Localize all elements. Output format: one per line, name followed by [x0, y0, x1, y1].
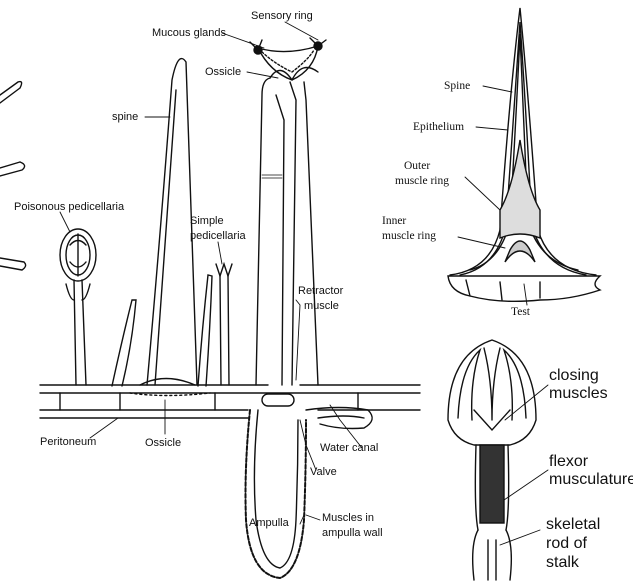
- label-spine: spine: [112, 111, 138, 123]
- edge-spines: [0, 82, 26, 270]
- label-outer-1: Outer: [404, 160, 430, 173]
- label-spine-section: Spine: [444, 80, 470, 93]
- label-ossicle-bottom: Ossicle: [145, 437, 181, 449]
- label-muscles-ampulla-2: ampulla wall: [322, 527, 383, 539]
- poisonous-pedicellaria-drawing: [60, 229, 96, 385]
- label-retractor-2: muscle: [304, 300, 339, 312]
- label-simple-pedicellaria-2: pedicellaria: [190, 230, 246, 242]
- tube-foot: [246, 68, 373, 579]
- body-wall: [40, 379, 420, 419]
- label-flexor-2: musculature: [549, 471, 633, 489]
- label-retractor-1: Retractor: [298, 285, 343, 297]
- label-epithelium: Epithelium: [413, 121, 464, 134]
- label-test: Test: [511, 306, 530, 319]
- label-sensory-ring: Sensory ring: [251, 10, 313, 22]
- main-leader-lines: [60, 22, 362, 524]
- label-peritoneum: Peritoneum: [40, 436, 96, 448]
- label-ampulla: Ampulla: [249, 517, 289, 529]
- label-water-canal: Water canal: [320, 442, 378, 454]
- sensory-ring-drawing: [250, 38, 326, 80]
- label-skeletal-2: rod of: [546, 535, 587, 553]
- label-closing-2: muscles: [549, 385, 608, 403]
- label-skeletal-3: stalk: [546, 554, 579, 572]
- label-muscles-ampulla-1: Muscles in: [322, 512, 374, 524]
- label-inner-1: Inner: [382, 215, 406, 228]
- label-flexor-1: flexor: [549, 453, 588, 471]
- spine-section-drawing: [448, 8, 600, 301]
- label-poisonous-pedicellaria: Poisonous pedicellaria: [14, 201, 124, 213]
- pedicellaria-detail-drawing: [448, 340, 536, 580]
- label-simple-pedicellaria-1: Simple: [190, 215, 224, 227]
- label-valve: Valve: [310, 466, 337, 478]
- label-mucous-glands: Mucous glands: [152, 27, 226, 39]
- label-skeletal-1: skeletal: [546, 516, 600, 534]
- simple-pedicellaria-drawing: [216, 264, 232, 385]
- label-inner-2: muscle ring: [382, 230, 436, 243]
- label-outer-2: muscle ring: [395, 175, 449, 188]
- label-ossicle-top: Ossicle: [205, 66, 241, 78]
- label-closing-1: closing: [549, 367, 599, 385]
